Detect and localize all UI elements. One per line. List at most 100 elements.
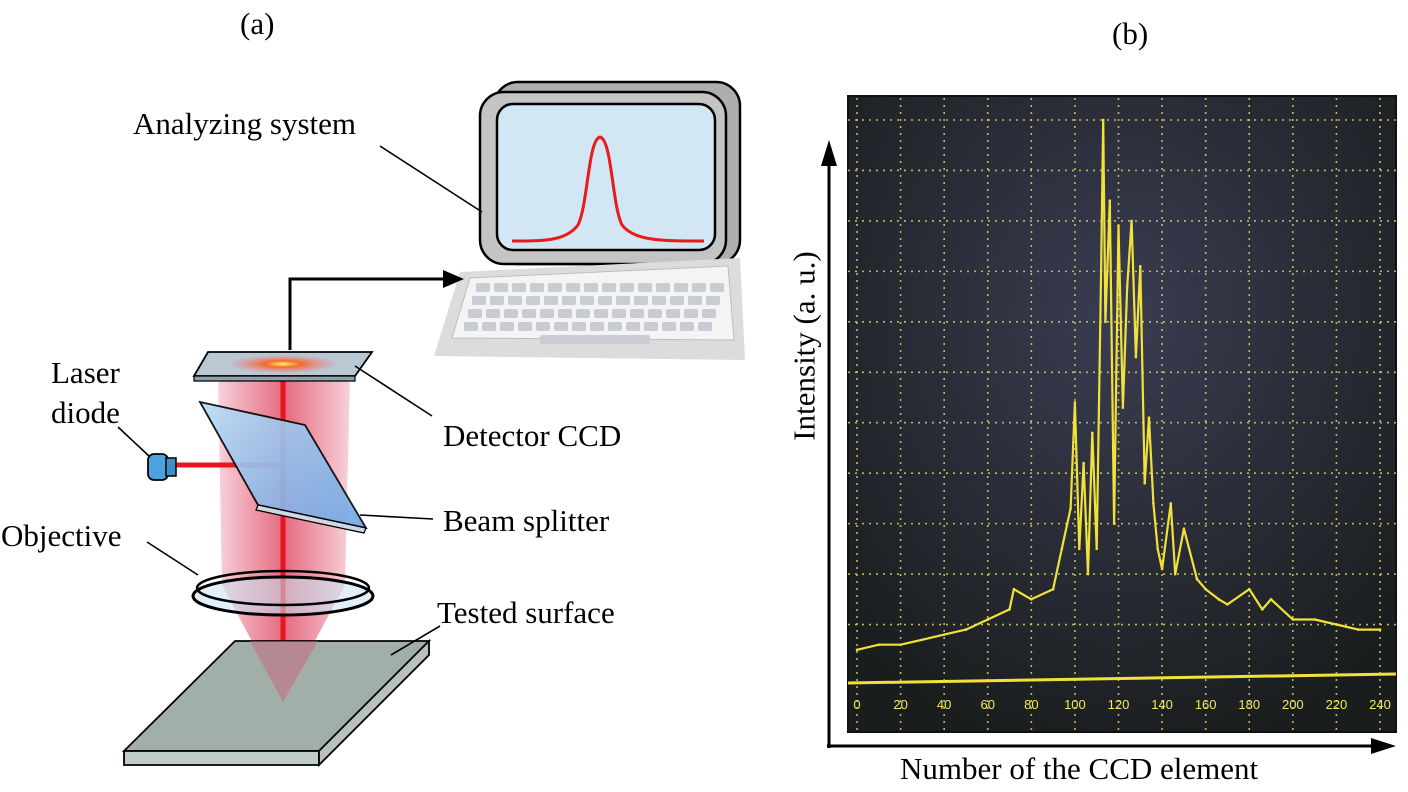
trace-point: [1051, 587, 1055, 591]
keyboard-key: [580, 296, 594, 305]
laser-diode-label-line1: Laser: [51, 355, 120, 390]
trace-point: [1156, 547, 1160, 551]
x-tick-label: 120: [1108, 697, 1130, 712]
keyboard-key: [674, 283, 688, 292]
trace-point: [1125, 285, 1129, 288]
trace-point: [1378, 628, 1382, 631]
tested-surface-label: Tested surface: [437, 595, 615, 630]
keyboard-key: [594, 309, 608, 318]
keyboard-key: [598, 296, 612, 305]
trace-point: [1143, 481, 1146, 485]
x-tick-label: 160: [1195, 697, 1217, 712]
panel-b-label: (b): [1112, 16, 1149, 51]
trace-point: [1082, 461, 1085, 465]
trace-point: [1112, 522, 1116, 525]
keyboard-key: [608, 322, 622, 331]
leader-lines: [117, 145, 483, 656]
trace-point: [1099, 270, 1103, 273]
trace-point: [1247, 587, 1251, 591]
trace-point: [1182, 527, 1186, 530]
keyboard-key: [638, 283, 652, 292]
trace-point: [964, 628, 968, 631]
keyboard-spacebar: [540, 335, 650, 344]
keyboard-key: [670, 296, 684, 305]
keyboard-key: [476, 283, 490, 292]
x-axis-arrow-icon: [1371, 738, 1396, 754]
keyboard-key: [648, 309, 662, 318]
keyboard-key: [688, 296, 702, 305]
analyzing-system-label: Analyzing system: [133, 106, 356, 141]
keyboard-key: [468, 309, 482, 318]
trace-point: [899, 643, 902, 647]
keyboard-key: [526, 296, 540, 305]
trace-point: [1261, 608, 1264, 611]
trace-point: [855, 648, 859, 652]
keyboard-key: [540, 309, 554, 318]
x-tick-label: 0: [853, 697, 860, 712]
trace-point: [942, 633, 946, 636]
trace-point: [1086, 572, 1090, 576]
trace-point: [1012, 587, 1016, 591]
keyboard-key: [464, 322, 478, 331]
intensity-trace-line: [856, 118, 1380, 651]
computer-monitor-icon: [478, 80, 742, 266]
keyboard-key: [630, 309, 644, 318]
keyboard-key: [566, 283, 580, 292]
keyboard-key: [644, 322, 658, 331]
keyboard-key: [548, 283, 562, 292]
keyboard-key: [706, 296, 720, 305]
trace-point: [1073, 401, 1077, 404]
x-tick-label: 100: [1064, 697, 1086, 712]
photo-background: [847, 95, 1397, 733]
x-tick-label: 240: [1369, 697, 1391, 712]
trace-point: [1335, 623, 1338, 626]
trace-point: [1152, 502, 1155, 505]
x-tick-label: 180: [1238, 697, 1260, 712]
keyboard-icon: [434, 258, 745, 360]
objective-label: Objective: [1, 518, 122, 553]
keyboard-key: [558, 309, 572, 318]
trace-point: [1008, 608, 1011, 611]
keyboard-key: [692, 283, 706, 292]
trace-point: [1217, 598, 1221, 601]
trace-point: [1138, 265, 1142, 268]
trace-point: [921, 638, 924, 641]
keyboard-key: [680, 322, 694, 331]
monitor-screen: [495, 102, 717, 252]
trace-point: [1160, 567, 1164, 571]
spectrum-trace-group: [855, 118, 1382, 652]
trace-point: [1095, 547, 1099, 551]
keyboard-key: [500, 322, 514, 331]
y-axis-label: Intensity (a. u.): [786, 251, 822, 441]
keyboard-key: [472, 296, 486, 305]
keyboard-key: [710, 283, 724, 292]
keyboard-key: [508, 296, 522, 305]
keyboard-key: [522, 309, 536, 318]
trace-point: [1195, 577, 1199, 581]
keyboard-key: [652, 296, 666, 305]
keyboard-key: [698, 322, 712, 331]
screen-grid: [848, 98, 1396, 730]
x-tick-label: 220: [1326, 697, 1348, 712]
trace-point: [1134, 355, 1138, 359]
screen-baseline: [848, 672, 1396, 685]
keyboard-key: [620, 283, 634, 292]
trace-point: [1269, 598, 1273, 601]
keyboard-key: [662, 322, 676, 331]
keyboard-key: [626, 322, 640, 331]
trace-point: [1060, 547, 1064, 551]
trace-point: [1204, 587, 1207, 591]
keyboard-key: [512, 283, 526, 292]
keyboard-key: [584, 283, 598, 292]
trace-point: [1108, 199, 1112, 203]
keyboard-key: [590, 322, 604, 331]
keyboard-key: [494, 283, 508, 292]
keyboard-key: [702, 309, 716, 318]
keyboard-key: [486, 309, 500, 318]
laser-diode-label-line2: diode: [51, 395, 120, 430]
trace-point: [1104, 320, 1107, 324]
keyboard-key: [666, 309, 680, 318]
y-axis-arrow-icon: [821, 140, 837, 166]
